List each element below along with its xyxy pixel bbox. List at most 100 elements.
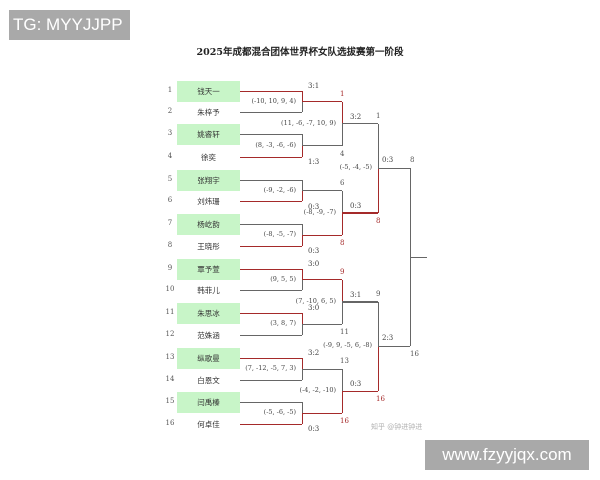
watermark-bottom: www.fzyyjqx.com	[425, 440, 589, 470]
player-name: 钱天一	[177, 81, 240, 102]
player-name: 白恩文	[197, 376, 220, 385]
match-score: 3:0	[308, 304, 320, 312]
seed-number: 14	[165, 375, 175, 383]
bracket-line	[301, 190, 303, 201]
seed-number: 15	[165, 397, 175, 405]
advance-seed: 16	[410, 350, 419, 359]
bracket-line	[240, 357, 302, 359]
seed-number: 11	[165, 308, 175, 316]
bracket-line	[377, 301, 379, 347]
bracket-line	[301, 324, 303, 335]
seed-number: 4	[167, 152, 173, 160]
advance-seed: 11	[340, 328, 349, 336]
seed-number: 3	[167, 129, 173, 137]
bracket-line	[240, 379, 302, 381]
advance-seed: 16	[376, 395, 385, 403]
bracket-line	[301, 235, 303, 246]
bracket-line	[240, 334, 302, 336]
player-name: 范姝涵	[197, 331, 220, 340]
page-title: 2025年成都混合团体世界杯女队选拔赛第一阶段	[196, 47, 404, 58]
seed-number: 1	[167, 86, 173, 94]
player-name: 闫禹榛	[177, 392, 240, 413]
player-name: 姚睿轩	[177, 124, 240, 145]
seed-number: 9	[167, 264, 173, 272]
match-games: (-8, -9, -7)	[303, 207, 336, 216]
bracket-line	[377, 123, 379, 169]
bracket-line	[377, 168, 379, 213]
seed-number: 5	[167, 175, 173, 183]
bracket-line	[301, 358, 303, 369]
advance-seed: 9	[376, 289, 381, 298]
bracket-line	[342, 123, 378, 125]
bracket-line	[342, 212, 378, 214]
player-name: 刘炜珊	[197, 197, 220, 206]
match-games: (-4, -2, -10)	[299, 386, 336, 394]
advance-seed: 13	[340, 357, 349, 365]
seed-number: 12	[165, 330, 175, 338]
bracket-line	[240, 268, 302, 270]
advance-seed: 9	[340, 267, 345, 276]
bracket-line	[341, 101, 343, 124]
seed-number: 16	[165, 419, 175, 427]
bracket-line	[301, 180, 303, 191]
advance-seed: 4	[340, 149, 345, 158]
match-score: 0:3	[308, 425, 320, 433]
bracket-line	[302, 323, 342, 325]
bracket-line	[240, 223, 302, 225]
bracket-line	[240, 90, 302, 92]
bracket-line	[341, 212, 343, 235]
credit-text: 知乎 @钟进钟进	[371, 423, 423, 431]
player-name: 杨屹韵	[177, 214, 240, 235]
seed-number: 7	[167, 219, 173, 227]
player-name: 覃予萱	[177, 259, 240, 280]
bracket-line	[378, 345, 410, 348]
match-score: 3:2	[350, 112, 362, 121]
match-score: 2:3	[382, 334, 394, 343]
match-games: (7, -12, -5, 7, 3)	[245, 364, 296, 372]
bracket-line	[341, 279, 343, 302]
seed-number: 8	[167, 241, 173, 249]
advance-seed: 8	[340, 239, 345, 247]
advance-seed: 8	[376, 216, 381, 225]
player-name: 王晓彤	[197, 242, 220, 251]
bracket-line	[301, 402, 303, 413]
bracket-line	[301, 91, 303, 102]
bracket-line	[341, 301, 343, 324]
bracket-line	[302, 145, 342, 147]
bracket-line	[341, 123, 343, 146]
bracket-line	[240, 401, 302, 403]
advance-seed: 16	[340, 417, 349, 425]
advance-seed: 6	[340, 178, 345, 187]
seed-number: 10	[165, 285, 175, 293]
bracket-line	[301, 313, 303, 324]
bracket-line	[240, 423, 302, 425]
bracket-line	[342, 301, 378, 303]
seed-number: 6	[167, 196, 173, 204]
match-games: (11, -6, -7, 10, 9)	[281, 118, 336, 127]
match-score: 1:3	[308, 157, 320, 166]
match-score: 0:3	[382, 156, 394, 165]
bracket-line	[240, 245, 302, 247]
player-name: 纵歌曼	[177, 348, 240, 369]
bracket-line	[301, 269, 303, 280]
player-name: 朱思冰	[177, 303, 240, 324]
bracket-line	[341, 190, 343, 213]
match-games: (7, -10, 6, 5)	[295, 296, 336, 305]
bracket-line	[301, 224, 303, 235]
bracket-line	[410, 256, 427, 259]
bracket-line	[240, 200, 302, 202]
player-name: 朱梓予	[197, 108, 220, 117]
bracket-line	[302, 368, 342, 370]
player-name: 何卓佳	[197, 420, 220, 429]
match-score: 3:2	[308, 349, 320, 357]
match-score: 0:3	[350, 380, 362, 388]
player-name: 徐奕	[201, 153, 216, 162]
advance-seed: 8	[410, 156, 415, 165]
match-games: (9, 5, 5)	[270, 274, 296, 283]
advance-seed: 1	[376, 111, 381, 120]
match-games: (-9, 9, -5, 6, -8)	[323, 341, 372, 350]
match-score: 3:1	[350, 290, 362, 299]
bracket-line	[301, 134, 303, 146]
bracket-line	[302, 412, 342, 414]
watermark-top: TG: MYYJJPP	[9, 10, 130, 40]
